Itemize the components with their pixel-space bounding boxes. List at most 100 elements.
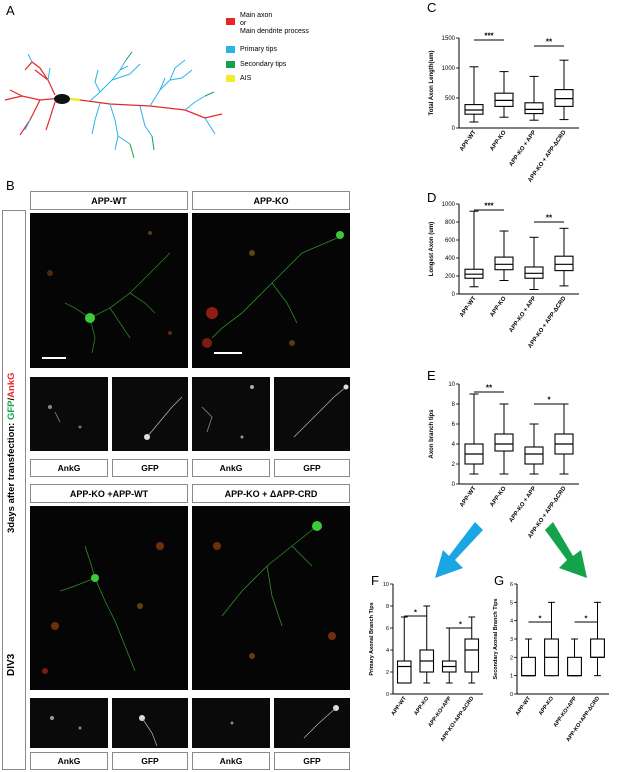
micrograph-app-ko-app-wt	[30, 506, 188, 690]
category-label: APP-WT	[459, 129, 478, 152]
legend-text-secondary-tips: Secondary tips	[240, 61, 287, 68]
header-app-wt: APP-WT	[30, 191, 188, 210]
significance-stars: *	[459, 620, 462, 629]
box-plot-1	[544, 601, 559, 677]
y-tick-label: 8	[386, 604, 389, 610]
y-tick-label: 800	[445, 220, 456, 226]
ankg-image-app-ko-app-wt	[30, 698, 108, 748]
micrograph-app-ko	[192, 213, 350, 368]
category-label: APP-WT	[459, 485, 478, 508]
category-label: APP-KO	[489, 485, 507, 508]
arrow-green-to-g	[545, 522, 587, 578]
y-axis-label: Primary Axonal Branch Tips	[369, 602, 375, 675]
legend-swatch-cyan	[226, 46, 235, 53]
panel-g-label: G	[494, 573, 505, 588]
category-label: APP-KO	[489, 129, 507, 152]
box-plot-3	[554, 403, 574, 475]
panel-c-label: C	[427, 0, 437, 15]
ankg-image-app-ko-dapp-crd	[192, 698, 270, 748]
y-tick-label: 4	[452, 442, 456, 448]
arrow-blue-to-f	[435, 522, 483, 578]
gfp-text: GFP	[6, 400, 17, 421]
label-gfp-app-ko-app-wt: GFP	[112, 752, 188, 770]
y-axis-label: Secondary Axonal Branch Tips	[493, 599, 499, 680]
ankg-text: AnkG	[6, 372, 17, 398]
box-plot-1	[494, 71, 514, 118]
y-tick-label: 1500	[442, 36, 456, 42]
box-plot-2	[567, 638, 582, 677]
gfp-image-app-ko-dapp-crd	[274, 698, 350, 748]
header-app-ko-app-wt: APP-KO +APP-WT	[30, 484, 188, 503]
significance-stars: **	[546, 38, 553, 47]
legend-text-primary-tips: Primary tips	[240, 46, 277, 53]
header-app-ko-dapp-crd: APP-KO + ΔAPP-CRD	[192, 484, 350, 503]
box-plot-0	[464, 66, 484, 123]
box-iqr	[494, 256, 514, 271]
category-label: APP-WT	[515, 695, 533, 717]
gfp-image-app-ko	[274, 377, 350, 451]
neuron-tracing-diagram	[4, 51, 223, 159]
y-tick-label: 1000	[442, 202, 456, 208]
category-label: APP-WT	[459, 295, 478, 318]
box-iqr	[524, 266, 544, 279]
y-axis-label: Longest Axon (um)	[429, 222, 435, 276]
box-iqr	[567, 656, 582, 677]
category-label: APP-KO	[538, 695, 556, 717]
y-tick-label: 10	[383, 582, 389, 588]
y-tick-label: 2	[386, 670, 389, 676]
significance-stars: *	[585, 614, 588, 623]
box-plot-1	[494, 230, 514, 281]
box-plot-3	[464, 616, 480, 684]
y-tick-label: 6	[386, 626, 389, 632]
gfp-image-app-wt	[112, 377, 188, 451]
slash-text: /	[6, 397, 17, 401]
legend-text-main-axon: Main axon or Main dendrite process	[240, 12, 309, 35]
significance-stars: ***	[484, 32, 494, 41]
chart-g-secondary-axonal-branch-tips: Secondary Axonal Branch Tips0123456APP-W…	[493, 582, 609, 743]
box-iqr	[464, 638, 480, 673]
box-plot-3	[554, 227, 574, 287]
label-ankg-app-ko-dapp-crd: AnkG	[192, 752, 270, 770]
box-plot-2	[441, 627, 457, 684]
y-tick-label: 2	[510, 655, 513, 661]
category-label: APP-KO+APP	[553, 695, 579, 728]
y-tick-label: 2	[452, 462, 456, 468]
chart-d-longest-axon: Longest Axon (um)02004006008001000APP-WT…	[429, 202, 579, 350]
y-tick-label: 0	[510, 692, 513, 698]
y-tick-label: 6	[510, 582, 513, 588]
panel-f-label: F	[371, 573, 379, 588]
y-axis-label: Axon branch tips	[429, 409, 435, 459]
box-plot-0	[521, 638, 536, 677]
y-tick-label: 1000	[442, 66, 456, 72]
y-tick-label: 8	[452, 402, 456, 408]
y-tick-label: 10	[448, 382, 455, 388]
category-label: APP-KO + APP	[508, 296, 537, 334]
box-plot-2	[524, 423, 544, 475]
label-ankg-app-wt: AnkG	[30, 459, 108, 477]
y-tick-label: 200	[445, 274, 456, 280]
micrograph-app-ko-dapp-crd	[192, 506, 350, 690]
box-iqr	[524, 446, 544, 465]
significance-stars: **	[546, 214, 553, 223]
label-ankg-app-ko: AnkG	[192, 459, 270, 477]
significance-stars: **	[486, 384, 493, 393]
y-tick-label: 4	[386, 648, 389, 654]
y-tick-label: 0	[452, 126, 456, 132]
y-tick-label: 400	[445, 256, 456, 262]
ankg-image-app-ko	[192, 377, 270, 451]
category-label: APP-KO	[489, 295, 507, 318]
micrograph-app-wt	[30, 213, 188, 368]
div3-label: DIV3	[6, 653, 17, 676]
legend-swatch-green	[226, 61, 235, 68]
category-label: APP-KO + APP	[508, 130, 537, 168]
label-ankg-app-ko-app-wt: AnkG	[30, 752, 108, 770]
box-plot-1	[419, 605, 435, 684]
transfection-label: 3days after transfection: GFP/AnkG	[6, 373, 17, 534]
transfection-prefix: 3days after transfection:	[6, 420, 17, 533]
box-iqr	[524, 102, 544, 115]
significance-stars: *	[547, 396, 551, 405]
panel-a-label: A	[6, 3, 15, 18]
box-plot-2	[524, 75, 544, 121]
category-label: APP-KO+APP	[427, 695, 453, 728]
